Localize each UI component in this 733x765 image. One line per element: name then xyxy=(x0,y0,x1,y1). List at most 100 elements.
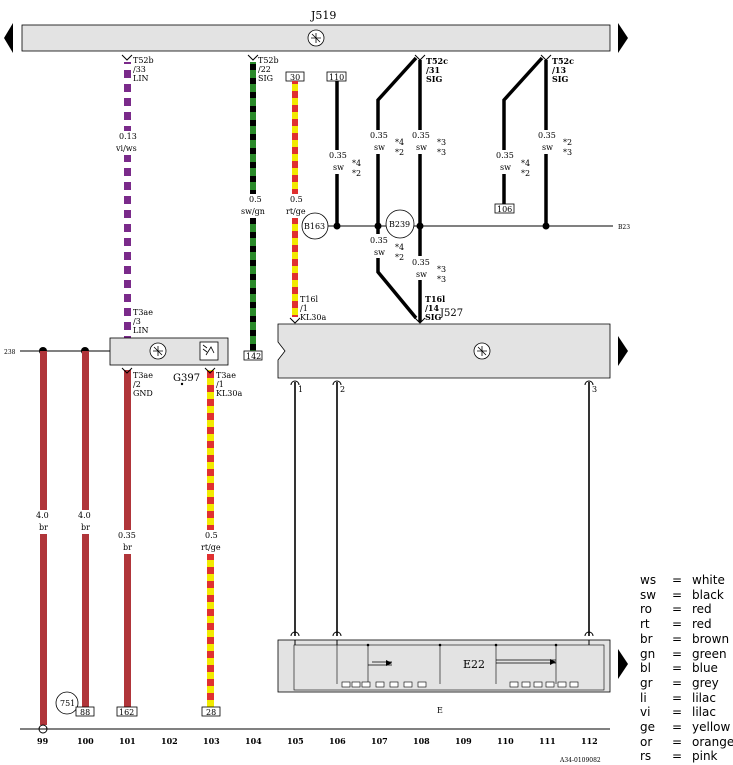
fn-w6-b: *3 xyxy=(437,148,446,157)
col-111: 111 xyxy=(539,736,556,746)
legend-eq: = xyxy=(672,573,683,587)
legend-abbr: sw xyxy=(640,587,657,602)
ref-751: 751 xyxy=(60,699,75,708)
t52b-22-pin: /22 xyxy=(258,65,271,74)
w1-color: vi/ws xyxy=(115,144,137,153)
legend-name: black xyxy=(692,587,724,602)
legend-abbr: ge xyxy=(640,720,655,735)
wire-110-111-top: T52c /13 SIG 0.35 sw *4 *2 106 0.35 sw *… xyxy=(494,54,574,226)
col-109: 109 xyxy=(455,736,472,746)
t52c-31-name: T52c xyxy=(426,56,448,66)
pin-3: 3 xyxy=(592,385,597,394)
box-106: 106 xyxy=(497,205,512,214)
fn-w9-a: *4 xyxy=(395,243,404,252)
legend-abbr: gr xyxy=(640,675,653,690)
w9-size: 0.35 xyxy=(370,236,388,245)
w14-color: rt/ge xyxy=(201,543,221,552)
legend-eq: = xyxy=(672,749,683,764)
electronic-module-icon xyxy=(307,29,325,47)
t52c-13-name: T52c xyxy=(552,56,574,66)
t16l-14-pin: /14 xyxy=(425,303,439,313)
legend-row: rt=red xyxy=(640,617,733,632)
legend-eq: = xyxy=(672,617,683,632)
legend-abbr: rs xyxy=(640,749,652,764)
legend-row: ge=yellow xyxy=(640,720,733,735)
wire-107-108-lower: 0.35 sw *4 *2 0.35 sw *3 *3 T16l /14 SIG xyxy=(368,226,446,324)
col-103: 103 xyxy=(203,736,220,746)
g397-label: G397 xyxy=(173,373,200,384)
w10-size: 0.35 xyxy=(412,258,430,267)
light-sensor-icon xyxy=(199,341,219,361)
w11-color: br xyxy=(39,523,48,532)
legend-name: pink xyxy=(692,749,718,764)
legend-name: orange xyxy=(692,734,733,749)
w3-size: 0.5 xyxy=(290,195,303,204)
wires-bottom-left: T3ae /2 GND T3ae /1 KL30a 4.0 br 4.0 br … xyxy=(34,351,242,734)
legend-eq: = xyxy=(672,631,683,646)
legend-row: or=orange xyxy=(640,735,733,750)
legend-row: ws=white xyxy=(640,573,733,588)
w14-size: 0.5 xyxy=(205,531,218,540)
fn-w10-b: *3 xyxy=(437,275,446,284)
e-label: E xyxy=(437,706,443,715)
legend-eq: = xyxy=(672,675,683,690)
box-28: 28 xyxy=(206,708,216,717)
w5-color: sw xyxy=(374,143,385,152)
t52b-22-signal: SIG xyxy=(258,74,273,83)
pin-1: 1 xyxy=(298,385,303,394)
t3ae-2-pin: /2 xyxy=(133,380,141,389)
col-112: 112 xyxy=(581,736,598,746)
fn-w5-b: *2 xyxy=(395,148,404,157)
t3ae-1-pin: /1 xyxy=(216,380,224,389)
w6-color: sw xyxy=(416,143,427,152)
col-102: 102 xyxy=(161,736,178,746)
legend-name: brown xyxy=(692,631,730,646)
unit-e: E E22 xyxy=(277,639,628,715)
fn-w6-a: *3 xyxy=(437,138,446,147)
t52b-33-signal: LIN xyxy=(133,74,148,83)
w4-color: sw xyxy=(333,163,344,172)
continuation-arrow-right-icon xyxy=(618,649,628,679)
t16l-1-name: T16l xyxy=(300,295,319,304)
continuation-arrow-right-icon xyxy=(618,23,628,53)
legend-name: green xyxy=(692,646,727,661)
col-104: 104 xyxy=(245,736,262,746)
w7-color: sw xyxy=(500,163,511,172)
box-162: 162 xyxy=(119,708,134,717)
t3ae-2-name: T3ae xyxy=(133,371,153,380)
w12-color: br xyxy=(81,523,90,532)
legend-eq: = xyxy=(672,661,683,676)
wires-j527-to-e: 1 2 3 xyxy=(290,380,597,637)
box-142: 142 xyxy=(246,352,261,361)
legend-name: grey xyxy=(692,675,719,690)
w11-size: 4.0 xyxy=(36,511,49,520)
col-99: 99 xyxy=(37,736,49,746)
col-106: 106 xyxy=(329,736,346,746)
j527-label: J527 xyxy=(439,308,463,319)
w2-size: 0.5 xyxy=(249,195,262,204)
t3ae-1-signal: KL30a xyxy=(216,389,242,398)
legend-abbr: ws xyxy=(640,573,657,587)
col-100: 100 xyxy=(77,736,94,746)
module-j527: J527 xyxy=(277,308,628,379)
t3ae-3-name: T3ae xyxy=(133,308,153,317)
t52b-33-name: T52b xyxy=(133,56,154,65)
box-110: 110 xyxy=(329,73,344,82)
electronic-module-icon xyxy=(473,342,491,360)
ref-238: 238 xyxy=(4,349,16,356)
e22-circuit xyxy=(293,640,605,691)
col-107: 107 xyxy=(371,736,388,746)
fn-w7-b: *2 xyxy=(521,169,530,178)
fn-w4-b: *2 xyxy=(352,169,361,178)
legend-eq: = xyxy=(672,690,683,705)
box-30: 30 xyxy=(290,73,300,82)
t3ae-1-name: T3ae xyxy=(216,371,236,380)
earth-b239: B239 xyxy=(389,220,410,229)
legend-abbr: or xyxy=(640,734,653,749)
legend-eq: = xyxy=(672,705,683,720)
legend-eq: = xyxy=(672,646,683,661)
legend-abbr: br xyxy=(640,631,653,646)
t52b-22-name: T52b xyxy=(258,56,279,65)
col-110: 110 xyxy=(497,736,514,746)
